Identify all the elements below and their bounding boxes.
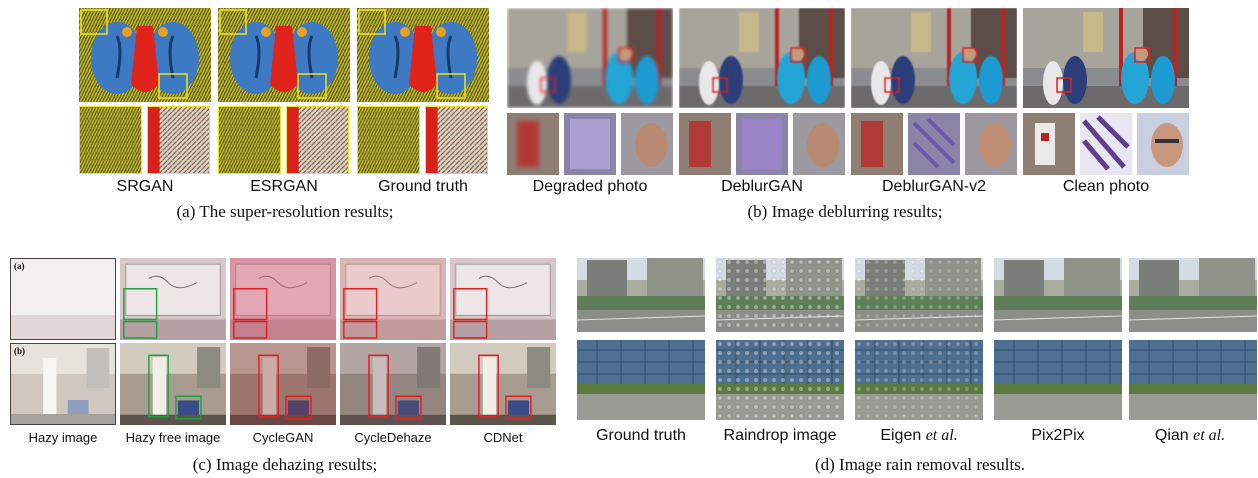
cyclegan-image-a <box>230 258 336 340</box>
degraded-photo-image <box>507 8 673 108</box>
deblurgan-v2-crop-2 <box>908 113 960 175</box>
hazy-image-a <box>10 258 116 340</box>
label-deblurgan: DeblurGAN <box>721 178 803 195</box>
label-raindrop-image: Raindrop image <box>723 427 837 444</box>
degraded-crop-2 <box>564 113 616 175</box>
caption-c: (c) Image dehazing results; <box>192 455 378 474</box>
cycledehaze-image-a <box>340 258 446 340</box>
deblurgan-v2-crop-1 <box>851 113 903 175</box>
label-esrgan: ESRGAN <box>250 178 318 195</box>
cdnet-image-b <box>450 343 556 425</box>
clean-crop-3 <box>1137 113 1189 175</box>
degraded-crop-1 <box>507 113 559 175</box>
hazy-image-b <box>10 343 116 425</box>
mandrill-esrgan-image <box>218 8 350 102</box>
mandrill-srgan-image <box>79 8 211 102</box>
label-hazy-image: Hazy image <box>28 430 98 445</box>
label-qian: Qian et al. <box>1154 427 1226 444</box>
qian-building-image <box>1129 258 1257 332</box>
cycledehaze-image-b <box>340 343 446 425</box>
hazy-free-image-a <box>120 258 226 340</box>
label-srgan: SRGAN <box>116 178 174 195</box>
label-cyclegan: CycleGAN <box>252 430 314 445</box>
label-cdnet: CDNet <box>483 430 523 445</box>
srgan-crop-whiskers <box>147 106 210 174</box>
cdnet-image-a <box>450 258 556 340</box>
srgan-crop-fur <box>79 106 142 174</box>
label-pix2pix: Pix2Pix <box>1031 427 1085 444</box>
pix2pix-glass-image <box>994 340 1122 420</box>
mandrill-ground-truth-image <box>357 8 489 102</box>
deblurgan-image <box>679 8 845 108</box>
ground-truth-glass-image <box>577 340 705 420</box>
label-deblurgan-v2: DeblurGAN-v2 <box>881 178 987 195</box>
deblurgan-crop-3 <box>793 113 845 175</box>
label-eigen: Eigen et al. <box>880 427 958 444</box>
caption-a: (a) The super-resolution results; <box>176 202 394 221</box>
clean-crop-2 <box>1080 113 1132 175</box>
deblurgan-crop-1 <box>679 113 731 175</box>
deblurgan-v2-image <box>851 8 1017 108</box>
raindrop-building-image <box>716 258 844 332</box>
caption-b: (b) Image deblurring results; <box>747 202 943 221</box>
deblurgan-v2-crop-3 <box>965 113 1017 175</box>
ground-truth-crop-whiskers <box>425 106 488 174</box>
raindrop-glass-image <box>716 340 844 420</box>
hazy-free-image-b <box>120 343 226 425</box>
ground-truth-building-image <box>577 258 705 332</box>
cyclegan-image-b <box>230 343 336 425</box>
esrgan-crop-whiskers <box>286 106 349 174</box>
clean-photo-image <box>1023 8 1189 108</box>
clean-crop-1 <box>1023 113 1075 175</box>
label-degraded-photo: Degraded photo <box>532 178 648 195</box>
row-tag-b: (b) <box>14 346 25 356</box>
label-clean-photo: Clean photo <box>1062 178 1150 195</box>
row-tag-a: (a) <box>14 261 25 271</box>
label-ground-truth: Ground truth <box>378 178 468 195</box>
qian-glass-image <box>1129 340 1257 420</box>
label-hazy-free-image: Hazy free image <box>125 430 221 445</box>
eigen-glass-image <box>855 340 983 420</box>
esrgan-crop-fur <box>218 106 281 174</box>
label-cycledehaze: CycleDehaze <box>354 430 432 445</box>
ground-truth-crop-fur <box>357 106 420 174</box>
degraded-crop-3 <box>621 113 673 175</box>
eigen-building-image <box>855 258 983 332</box>
deblurgan-crop-2 <box>736 113 788 175</box>
pix2pix-building-image <box>994 258 1122 332</box>
caption-d: (d) Image rain removal results. <box>814 455 1026 474</box>
label-ground-truth-d: Ground truth <box>596 427 686 444</box>
